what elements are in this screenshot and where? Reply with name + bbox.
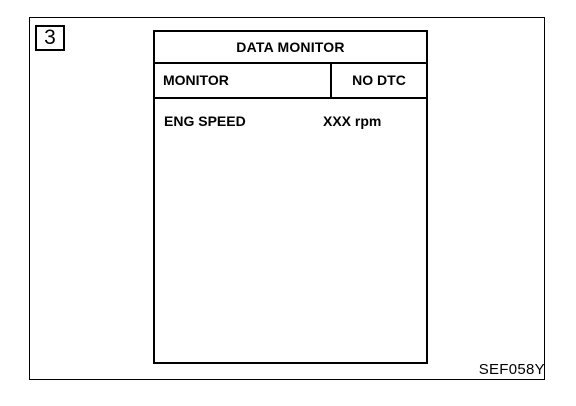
screen-title: DATA MONITOR [155,32,426,64]
monitor-item-value: XXX rpm [323,113,382,129]
data-monitor-screen: DATA MONITOR MONITOR NO DTC ENG SPEED XX… [153,30,428,364]
step-number-badge: 3 [35,25,65,51]
monitor-column-label: MONITOR [163,72,229,88]
figure-code: SEF058Y [478,361,545,378]
monitor-item-name: ENG SPEED [164,113,246,129]
monitor-header-row: MONITOR NO DTC [155,64,426,99]
dtc-status-label: NO DTC [352,72,406,88]
monitor-item-row: ENG SPEED XXX rpm [155,110,426,132]
diagram-frame [29,17,545,380]
column-divider [330,64,332,97]
